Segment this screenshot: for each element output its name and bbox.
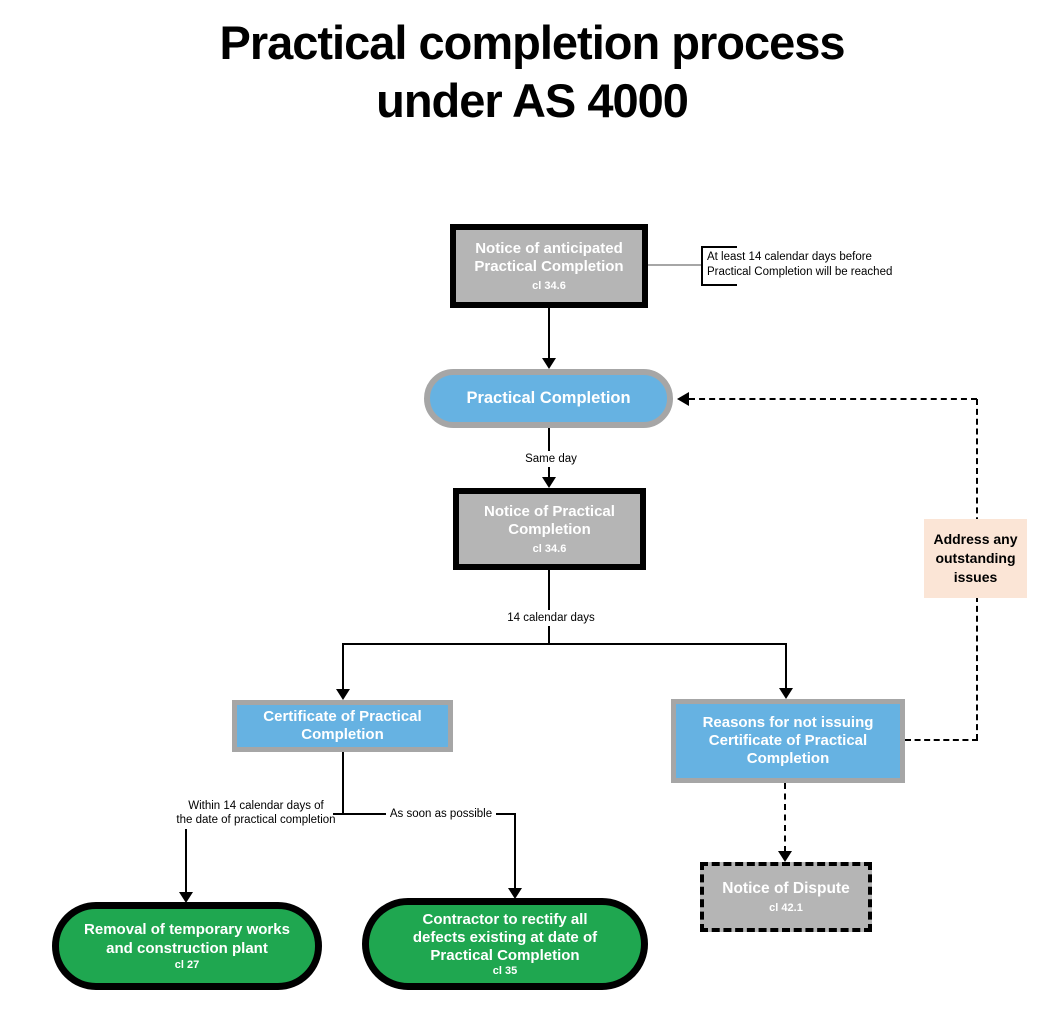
connector-annotation	[648, 264, 702, 266]
annotation-note: At least 14 calendar days before Practic…	[707, 251, 893, 278]
connector-to-contractor	[514, 813, 516, 889]
arrowhead-into-contractor	[508, 888, 522, 899]
branch-left-drop	[342, 643, 344, 690]
label-as-soon-as-possible: As soon as possible	[386, 806, 496, 823]
connector-notice-to-branch	[548, 570, 550, 644]
node-label: Notice of anticipated Practical Completi…	[474, 239, 624, 275]
node-removal-of-temporary-works: Removal of temporary works and construct…	[52, 902, 322, 990]
clause-ref: cl 27	[174, 958, 200, 971]
clause-ref: cl 42.1	[769, 902, 803, 915]
node-label: Reasons for not issuing Certificate of P…	[702, 713, 874, 768]
page-title: Practical completion process under AS 40…	[219, 16, 845, 127]
arrowhead-into-certificate	[336, 689, 350, 700]
branch-right-drop	[785, 643, 787, 689]
clause-ref: cl 34.6	[532, 543, 567, 556]
feedback-line-top	[689, 398, 977, 400]
connector-certificate-down	[342, 752, 344, 814]
connector-to-removal	[185, 829, 187, 893]
connector-within-stub	[333, 813, 343, 815]
node-notice-anticipated-practical-completion: Notice of anticipated Practical Completi…	[450, 224, 648, 308]
arrowhead-into-practical-completion	[542, 358, 556, 369]
branch-horizontal-line	[342, 643, 787, 645]
node-label: Removal of temporary works and construct…	[84, 921, 290, 957]
node-label: Notice of Practical Completion	[484, 502, 615, 538]
arrowhead-into-pc-from-feedback	[677, 392, 689, 406]
connector-reasons-to-dispute	[784, 783, 786, 852]
label-same-day: Same day	[509, 451, 593, 468]
clause-ref: cl 34.6	[532, 280, 566, 293]
arrowhead-into-reasons	[779, 688, 793, 699]
feedback-line-bottom	[905, 739, 978, 741]
arrowhead-into-dispute	[778, 851, 792, 862]
label-14-calendar-days: 14 calendar days	[489, 610, 613, 627]
node-label: Contractor to rectify all defects existi…	[412, 910, 598, 965]
annotation-bracket	[701, 246, 737, 286]
connector-notice-to-pc	[548, 308, 550, 359]
node-certificate-of-practical-completion: Certificate of Practical Completion	[232, 700, 453, 752]
node-label: Notice of Dispute	[722, 879, 850, 897]
node-notice-of-dispute: Notice of Dispute cl 42.1	[700, 862, 872, 932]
node-label: Certificate of Practical Completion	[263, 707, 422, 743]
node-label: Practical Completion	[466, 389, 631, 408]
label-within-14-days: Within 14 calendar days of the date of p…	[176, 800, 336, 827]
node-practical-completion: Practical Completion	[424, 369, 673, 428]
arrowhead-into-notice-of-pc	[542, 477, 556, 488]
node-contractor-to-rectify-defects: Contractor to rectify all defects existi…	[362, 898, 648, 990]
clause-ref: cl 35	[492, 965, 518, 978]
node-address-outstanding-issues: Address any outstanding issues	[924, 519, 1027, 598]
arrowhead-into-removal	[179, 892, 193, 903]
node-notice-of-practical-completion: Notice of Practical Completion cl 34.6	[453, 488, 646, 570]
node-reasons-for-not-issuing: Reasons for not issuing Certificate of P…	[671, 699, 905, 783]
